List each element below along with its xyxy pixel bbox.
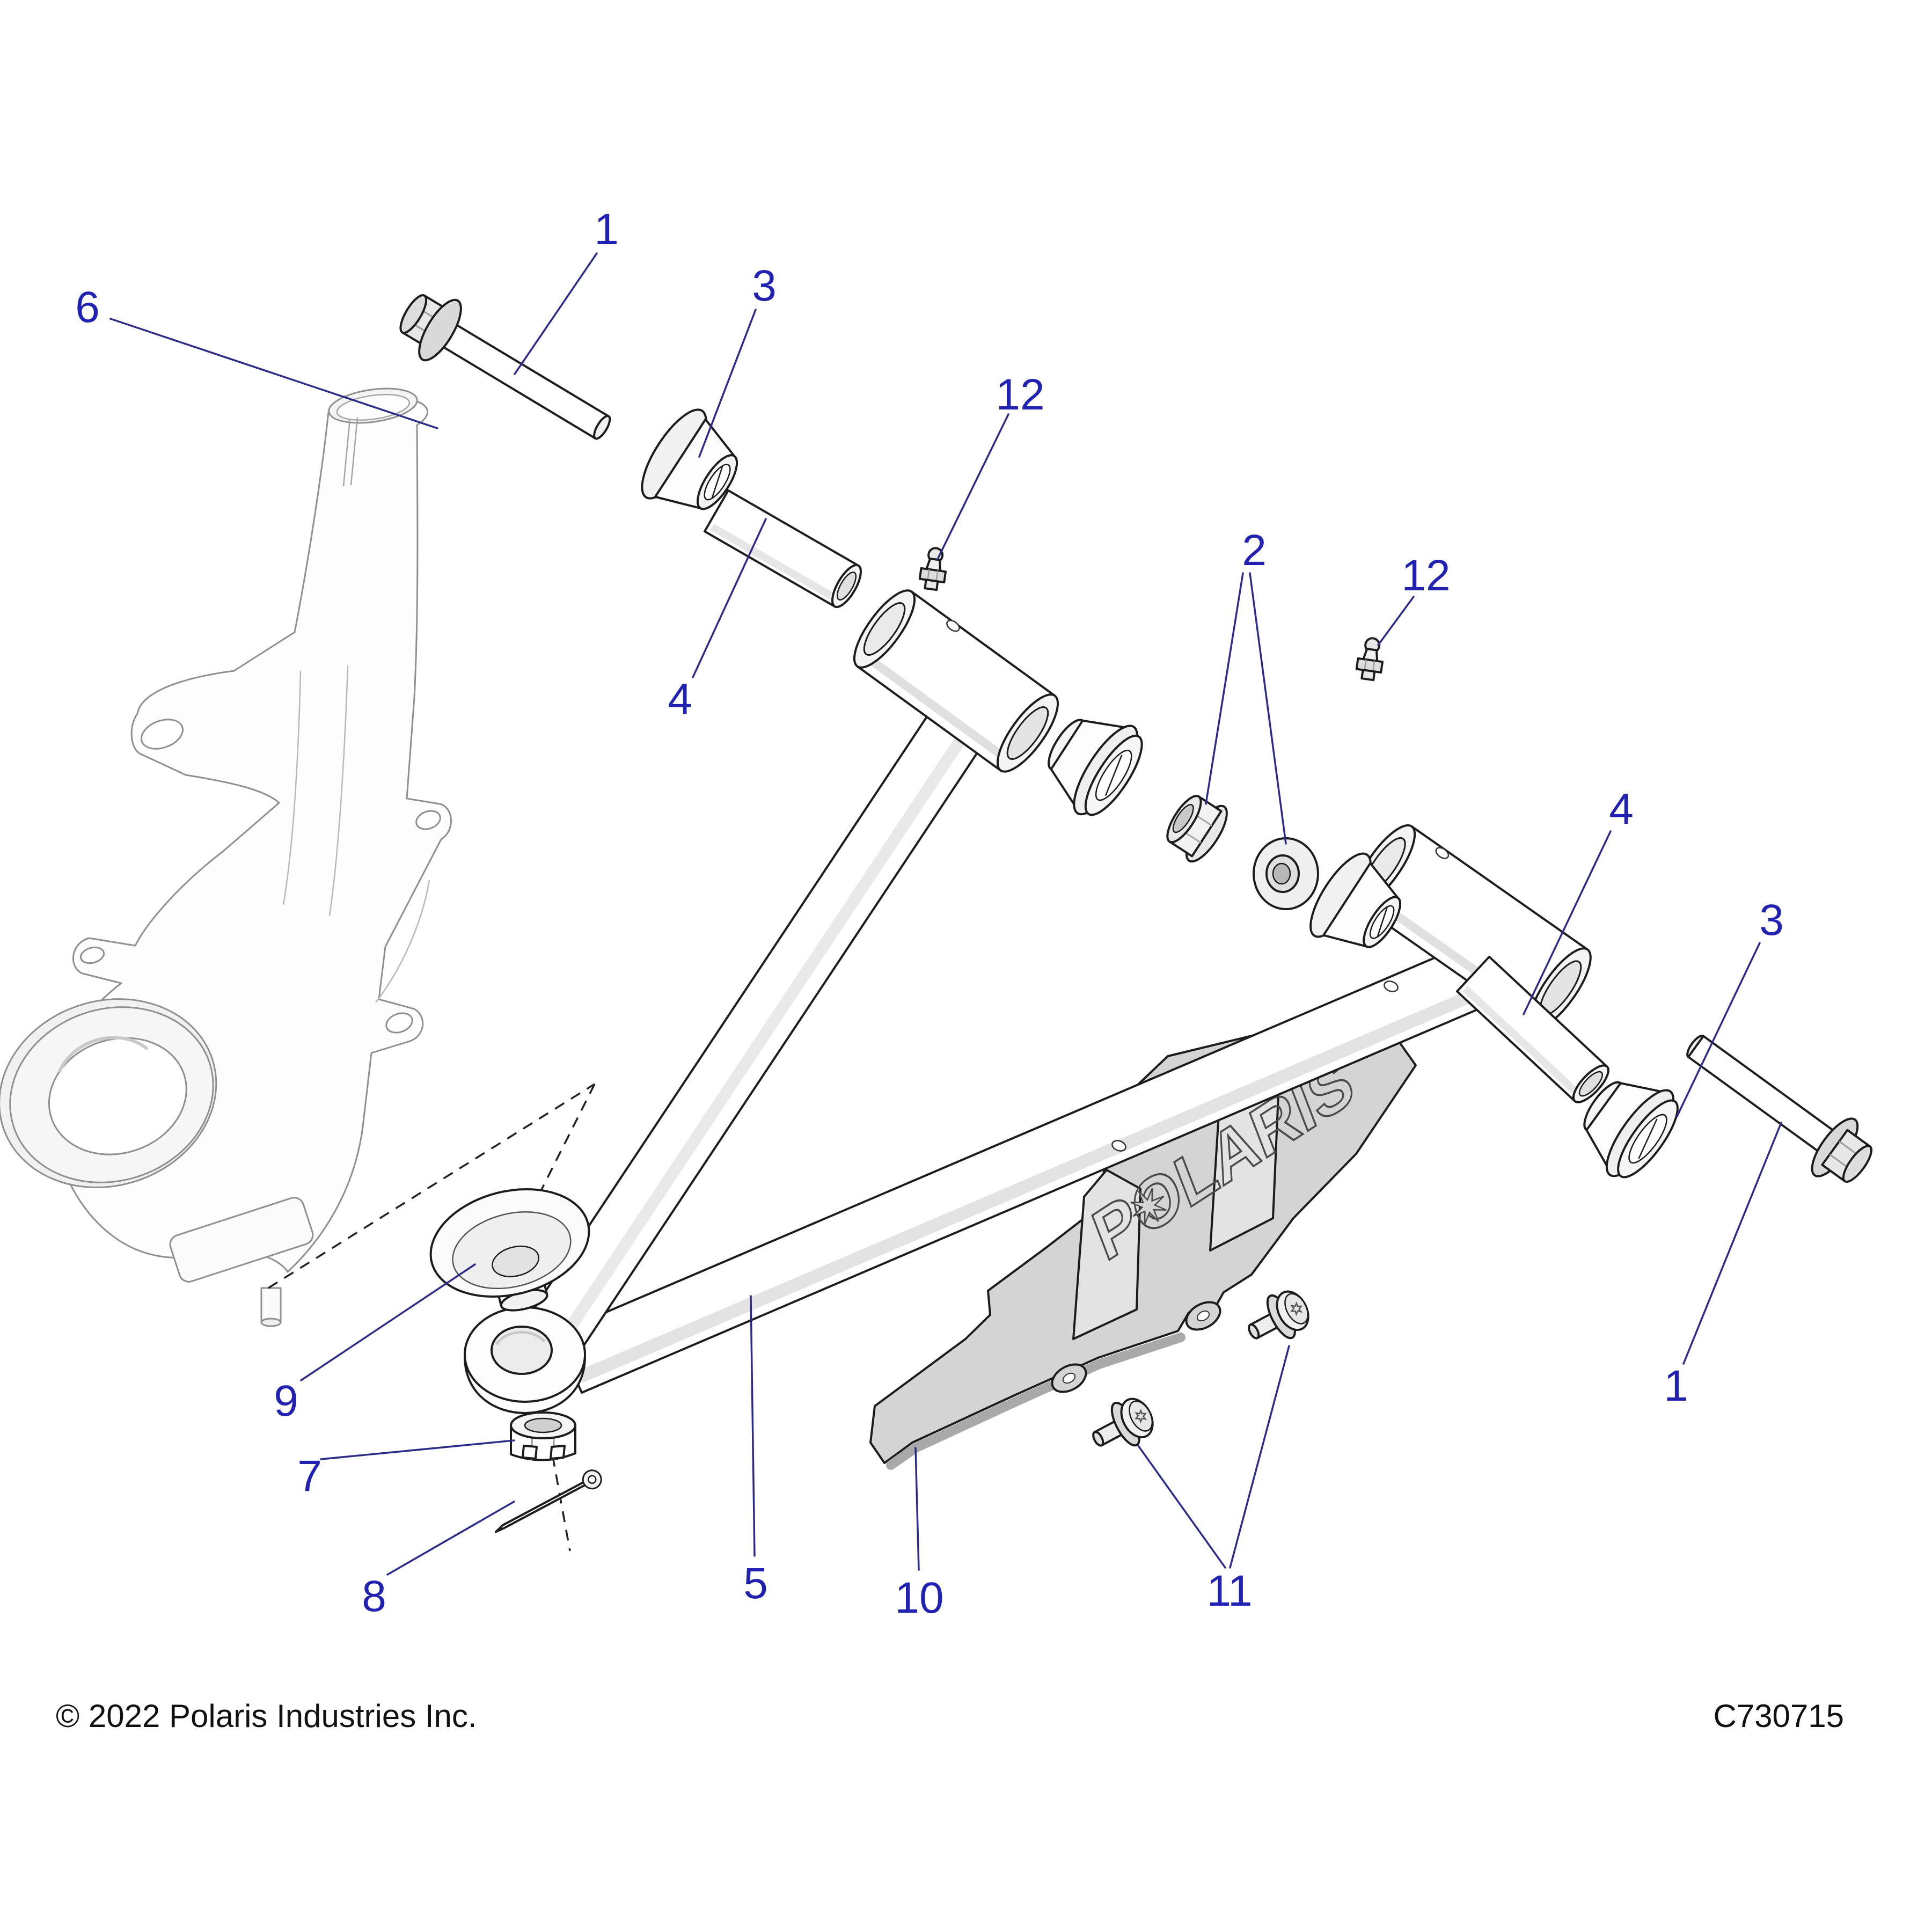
pivot-bolt-front — [399, 294, 611, 440]
knuckle-balljoint-pad — [169, 1197, 314, 1283]
guard-plate-screw-tab-left — [1051, 1363, 1087, 1393]
pivot-bushing-rear-outer — [1583, 1081, 1679, 1179]
balljoint-cup-washer — [429, 1188, 590, 1312]
leader-1-rear — [1682, 1122, 1782, 1365]
bolt-head-rear — [1811, 1117, 1873, 1183]
leader-1-front — [514, 252, 598, 375]
bolt-head-front — [399, 294, 462, 362]
callout-8: 8 — [362, 1572, 386, 1621]
callout-4-rear: 4 — [1609, 785, 1634, 833]
polaris-star-icon — [1130, 1188, 1167, 1225]
callout-5: 5 — [743, 1559, 768, 1608]
pivot-bushing-front-outer — [641, 408, 738, 510]
left-zerk-hole — [946, 619, 960, 632]
rear-tube-hole-1 — [1384, 980, 1399, 992]
callout-7: 7 — [297, 1452, 322, 1501]
a-arm-rear-tube-shade — [577, 978, 1500, 1384]
callout-3-rear: 3 — [1759, 896, 1784, 945]
knuckle-balljoint-stud — [260, 1287, 282, 1327]
leader-8 — [386, 1501, 515, 1576]
leader-9 — [300, 1263, 476, 1381]
knuckle-tab-hole-lowerright — [385, 1012, 413, 1034]
guard-plate: POLARIS — [869, 1005, 1417, 1470]
assembly-axis-to-knuckle — [268, 1083, 595, 1289]
guard-screw-right — [1248, 1290, 1309, 1340]
leader-5 — [750, 1295, 756, 1557]
callout-9: 9 — [274, 1377, 298, 1425]
callout-labels: 1 3 12 2 12 4 3 1 6 4 9 7 8 5 10 11 — [75, 205, 1784, 1622]
a-arm-left-pivot-tube — [853, 589, 1059, 773]
pivot-washer — [1253, 837, 1319, 910]
callout-1-rear: 1 — [1664, 1362, 1688, 1410]
knuckle-tab-hole-upper — [140, 719, 184, 750]
leader-7 — [320, 1439, 515, 1460]
pivot-bushing-inner-left — [1048, 719, 1143, 816]
knuckle-tab-hole-left — [79, 946, 105, 964]
grease-fitting-right — [1355, 637, 1384, 682]
leader-4-rear — [1523, 830, 1612, 1015]
diagram-code: C730715 — [1713, 1698, 1844, 1734]
steering-knuckle — [0, 387, 452, 1327]
leader-12-right — [1377, 596, 1415, 646]
leader-2-washer — [1249, 572, 1287, 845]
torx-icon — [1290, 1301, 1303, 1316]
leader-10 — [914, 1447, 920, 1571]
callout-1-front: 1 — [594, 205, 619, 254]
knuckle-bearing-bore — [0, 998, 217, 1189]
guard-plate-rib-left — [1072, 1169, 1141, 1340]
grease-fitting-left — [918, 547, 947, 591]
leader-3-rear — [1676, 942, 1761, 1117]
torx-icon — [1135, 1408, 1147, 1424]
guard-screw-left — [1092, 1397, 1154, 1447]
a-arm — [464, 589, 1592, 1414]
right-zerk-hole — [1435, 847, 1450, 859]
rear-tube-hole-2 — [1111, 1140, 1126, 1152]
leader-12-left — [936, 413, 1009, 560]
leader-2-nut — [1205, 572, 1244, 805]
callout-12-left: 12 — [996, 370, 1044, 419]
leader-lines — [109, 252, 1782, 1576]
leader-3-front — [698, 309, 757, 458]
guard-plate-edge-shade — [886, 1333, 1185, 1470]
pivot-bushing-inner-right — [1309, 852, 1402, 948]
callout-3-front: 3 — [752, 261, 777, 310]
knuckle-tube-slit — [342, 417, 358, 487]
copyright-text: © 2022 Polaris Industries Inc. — [56, 1698, 477, 1734]
guard-plate-screw-tab-right — [1185, 1301, 1221, 1331]
leader-6 — [109, 318, 438, 429]
a-arm-balljoint-eye — [464, 1306, 586, 1414]
pivot-sleeve-rear — [1455, 955, 1609, 1103]
leader-11-left — [1137, 1445, 1226, 1569]
callout-10: 10 — [895, 1574, 943, 1622]
a-arm-front-tube-shade — [550, 720, 977, 1353]
cotter-pin — [495, 1469, 602, 1533]
leader-4-front — [692, 518, 767, 678]
castle-nut — [510, 1411, 576, 1461]
callout-4-front: 4 — [668, 675, 692, 723]
knuckle-tab-hole-right — [415, 810, 441, 830]
pivot-nut — [1166, 795, 1228, 863]
leader-11-right — [1229, 1345, 1290, 1569]
callout-6: 6 — [75, 283, 100, 332]
callout-11: 11 — [1206, 1567, 1252, 1615]
knuckle-rib-lines — [282, 665, 430, 1003]
callout-12-right: 12 — [1401, 551, 1450, 600]
pivot-bolt-rear — [1686, 1034, 1873, 1183]
callout-2: 2 — [1242, 526, 1267, 575]
pivot-sleeve-front — [704, 489, 862, 609]
